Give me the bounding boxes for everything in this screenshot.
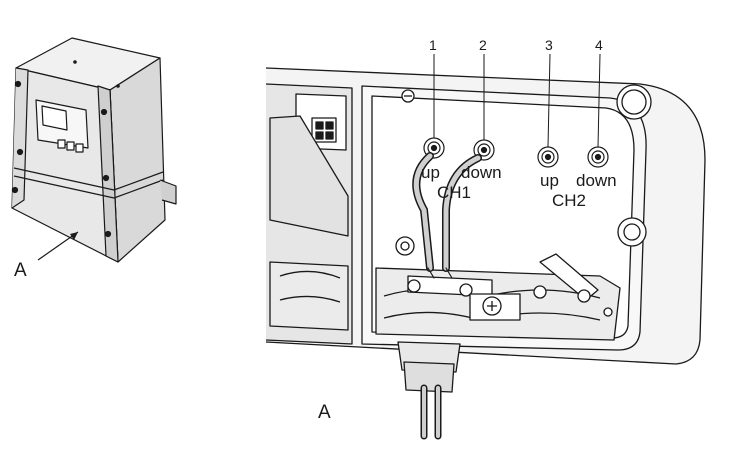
callout-1: 1: [429, 37, 437, 53]
ch2-down-connector: [587, 146, 609, 168]
callout-4: 4: [595, 37, 603, 53]
ch2-up-label: up: [540, 171, 559, 190]
ch1-down-label: down: [461, 163, 502, 182]
exit-cables: [420, 384, 442, 440]
ch2-up-connector: [537, 146, 559, 168]
ch1-name-label: CH1: [437, 183, 471, 202]
connection-compartment: [265, 67, 706, 393]
ch1-up-label: up: [421, 163, 440, 182]
housing-marker-label: A: [14, 260, 27, 281]
callout-leaders: [433, 53, 601, 148]
housing-leader-line: [37, 231, 79, 261]
callout-3: 3: [545, 37, 553, 53]
callout-2: 2: [479, 37, 487, 53]
ch1-cables: [412, 152, 482, 279]
transmitter-housing: [11, 37, 177, 263]
ch2-name-label: CH2: [552, 191, 586, 210]
ch2-down-label: down: [576, 171, 617, 190]
enlarged-view-marker-label: A: [318, 402, 331, 423]
